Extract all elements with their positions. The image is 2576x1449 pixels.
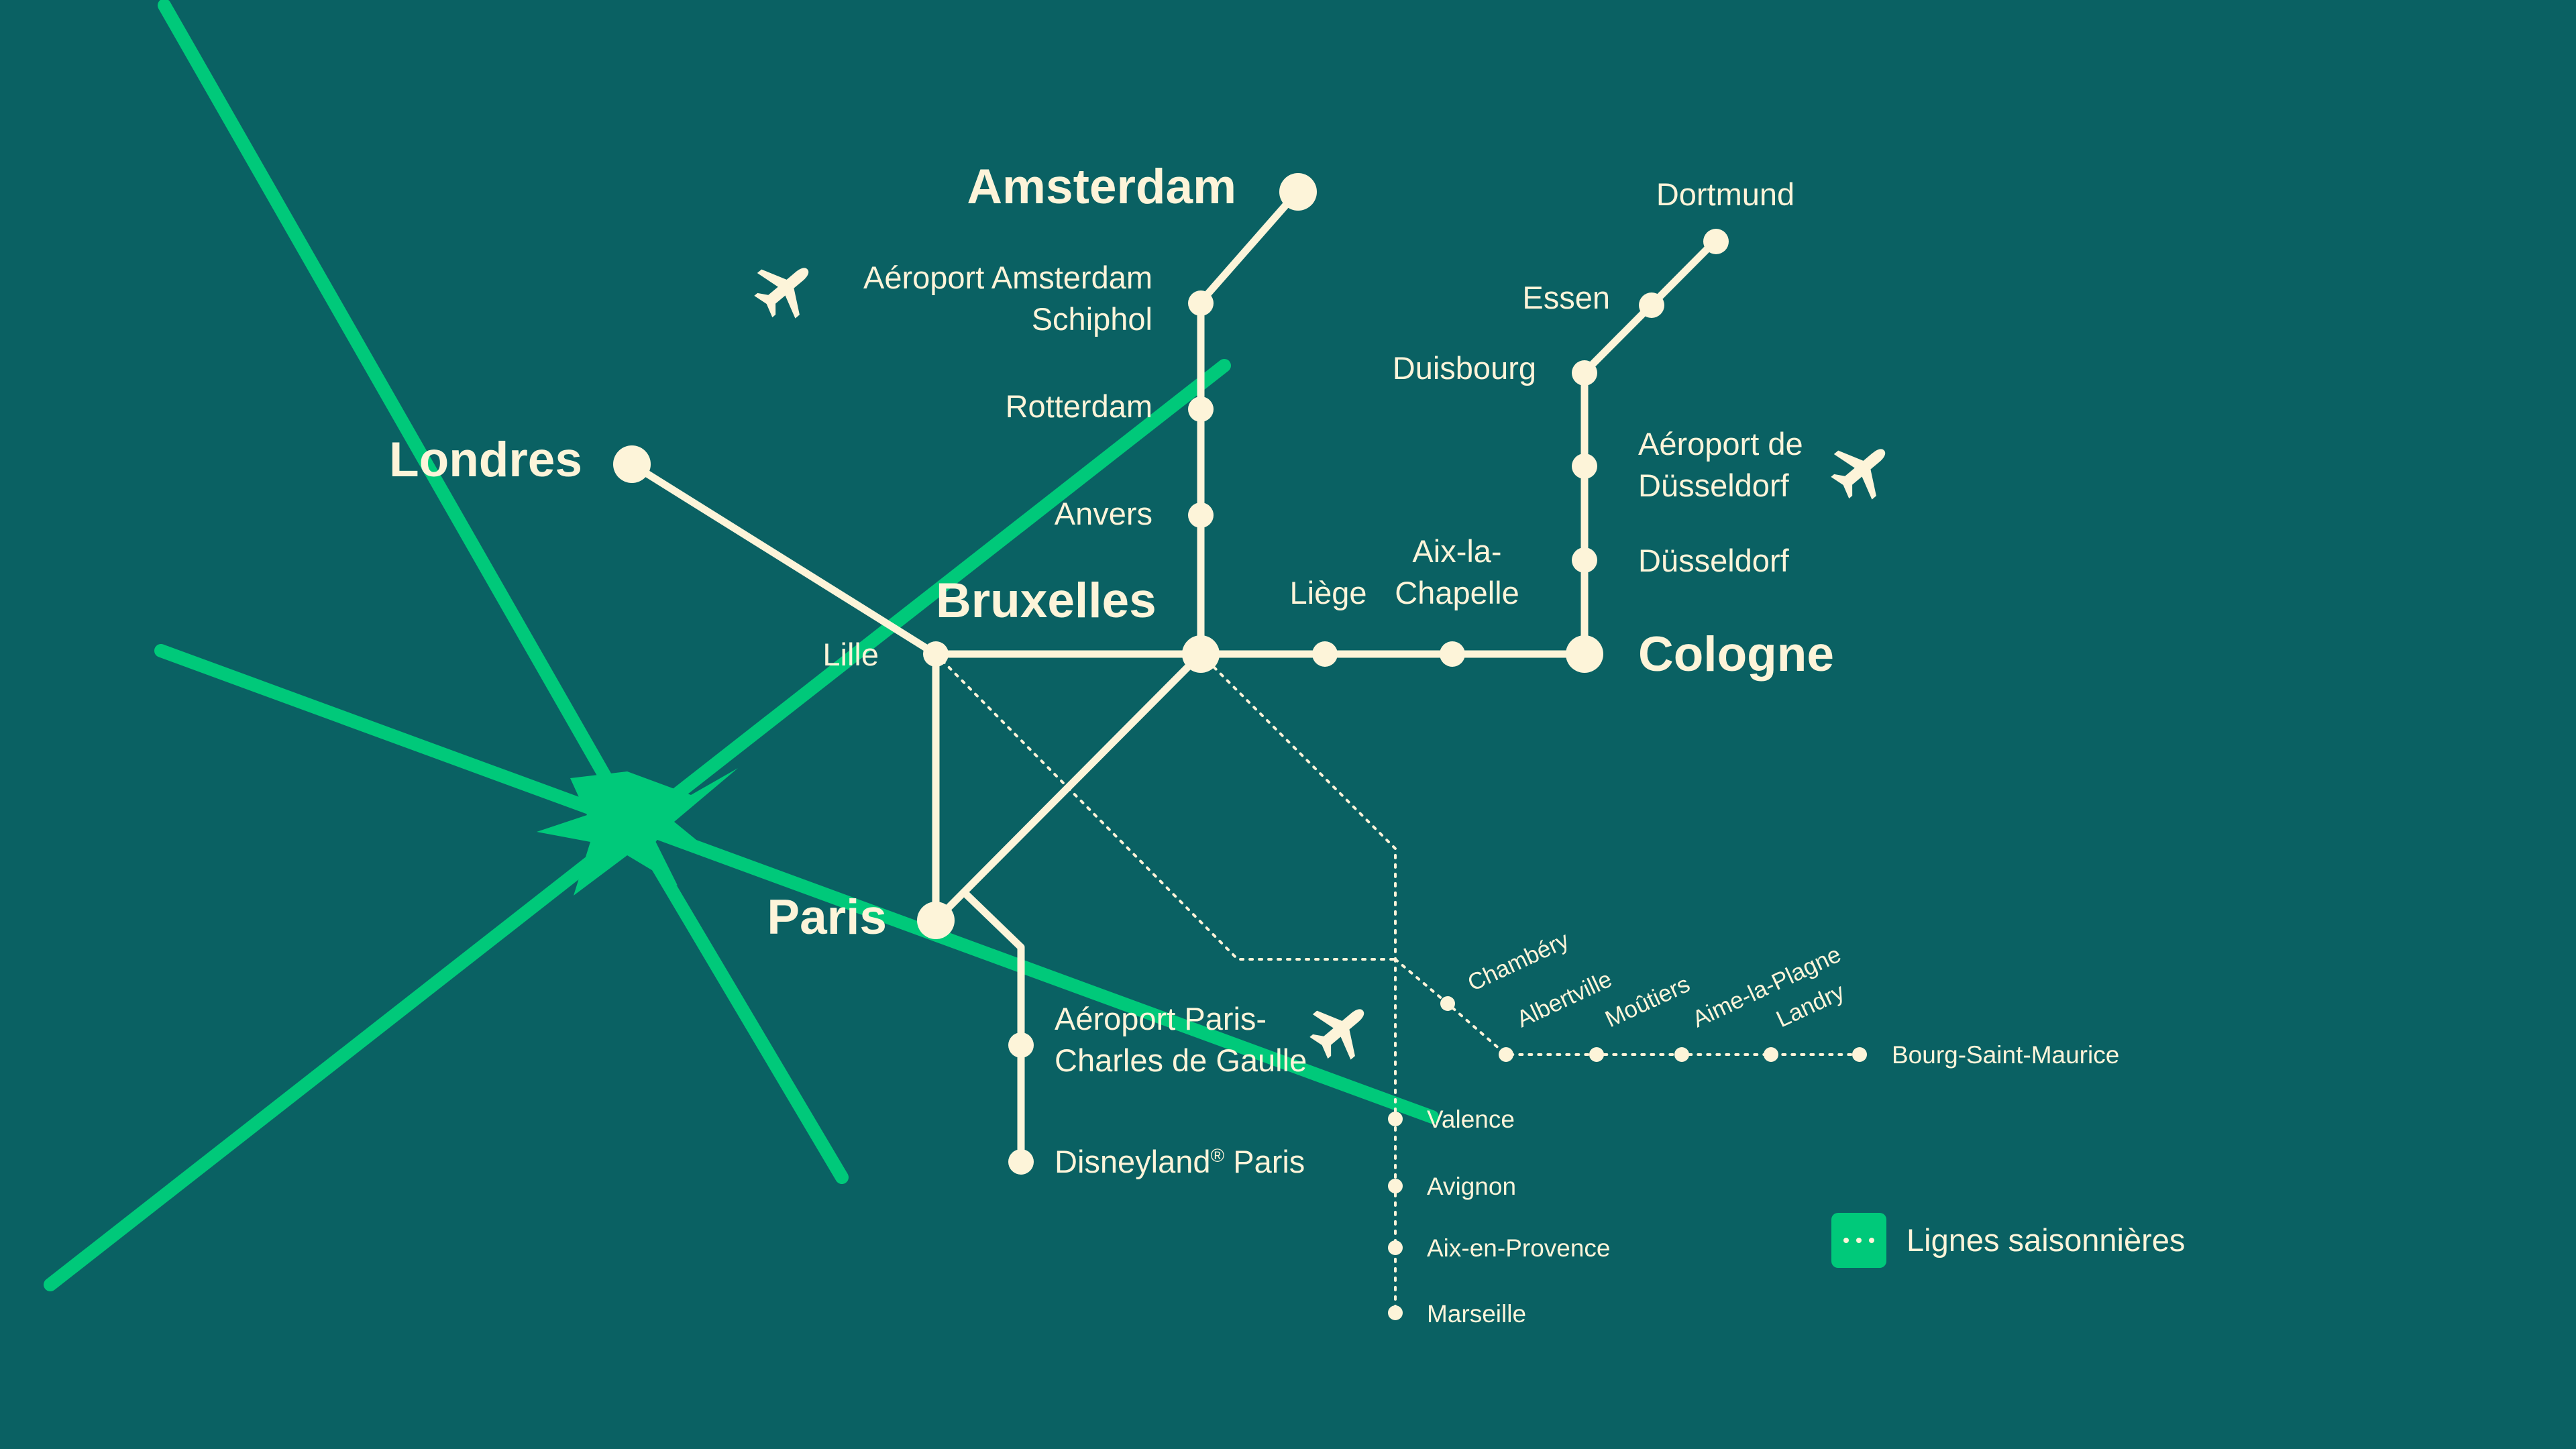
label-amsterdam: Amsterdam: [967, 160, 1236, 214]
label-avignon: Avignon: [1427, 1173, 1516, 1200]
label-lille: Lille: [822, 637, 879, 672]
station-dot-rotterdam: [1188, 396, 1214, 422]
label-schiphol-line1: Aéroport Amsterdam: [863, 260, 1152, 295]
label-disneyland: Disneyland® Paris: [1055, 1144, 1305, 1179]
label-bruxelles: Bruxelles: [936, 574, 1157, 628]
station-dot-amsterdam: [1279, 173, 1317, 211]
station-dot-aix-provence: [1388, 1240, 1403, 1255]
station-dot-cdg: [1008, 1032, 1034, 1058]
dotted-line-icon: [1831, 1213, 1886, 1268]
label-valence: Valence: [1427, 1106, 1515, 1133]
station-dot-liege: [1312, 641, 1338, 667]
station-dot-lille: [923, 641, 949, 667]
station-labels: Amsterdam Aéroport Amsterdam Schiphol Ro…: [389, 160, 2119, 1328]
label-essen: Essen: [1522, 280, 1610, 315]
line-londres-lille: [628, 460, 940, 658]
label-dortmund: Dortmund: [1656, 176, 1794, 212]
label-paris: Paris: [767, 890, 887, 945]
station-dot-bourg: [1852, 1047, 1867, 1062]
line-amsterdam-bruxelles: [1197, 187, 1302, 658]
seasonal-line-lille-valence: [934, 653, 1397, 961]
airplane-icon: [1821, 427, 1904, 511]
station-dot-dusseldorf-airport: [1572, 453, 1597, 479]
station-dot-moutiers: [1589, 1047, 1604, 1062]
label-aix-chapelle-line1: Aix-la-: [1412, 533, 1501, 569]
label-moutiers: Moûtiers: [1601, 971, 1694, 1032]
star-burst-decoration: [44, 0, 1439, 1291]
station-dot-dortmund: [1703, 229, 1729, 254]
label-liege: Liège: [1290, 575, 1367, 610]
label-londres: Londres: [389, 433, 582, 487]
label-schiphol-line2: Schiphol: [1032, 301, 1152, 337]
label-aix-provence: Aix-en-Provence: [1427, 1234, 1611, 1262]
station-dot-cologne: [1566, 635, 1603, 673]
label-cdg-line1: Aéroport Paris-: [1055, 1001, 1267, 1036]
station-dot-disneyland: [1008, 1149, 1034, 1175]
star-core-circle: [598, 790, 663, 854]
station-dot-paris: [917, 902, 955, 939]
station-dot-bruxelles: [1182, 635, 1220, 673]
airplane-icon: [1299, 987, 1383, 1071]
label-aix-chapelle-line2: Chapelle: [1395, 575, 1519, 610]
station-dot-avignon: [1388, 1179, 1403, 1193]
label-albertville: Albertville: [1513, 966, 1616, 1032]
star-ray: [158, 0, 634, 822]
label-rotterdam: Rotterdam: [1006, 388, 1152, 424]
legend: Lignes saisonnières: [1831, 1213, 2185, 1268]
label-marseille: Marseille: [1427, 1300, 1526, 1328]
label-disneyland-registered: ®: [1211, 1145, 1225, 1166]
station-dot-chambery: [1440, 996, 1455, 1011]
station-dot-aix-chapelle: [1440, 641, 1465, 667]
label-duisbourg: Duisbourg: [1393, 350, 1536, 386]
line-bruxelles-paris: [932, 650, 1205, 924]
label-dusseldorf-airport-line2: Düsseldorf: [1638, 468, 1790, 503]
label-cologne: Cologne: [1638, 627, 1834, 682]
station-dot-dusseldorf: [1572, 547, 1597, 573]
label-cdg-line2: Charles de Gaulle: [1055, 1042, 1307, 1078]
airplane-icon: [744, 246, 827, 329]
station-dot-londres: [613, 445, 651, 483]
label-dusseldorf: Düsseldorf: [1638, 543, 1790, 578]
label-dusseldorf-airport-line1: Aéroport de: [1638, 426, 1803, 462]
station-dot-albertville: [1499, 1047, 1513, 1062]
station-dot-valence: [1388, 1112, 1403, 1126]
station-dots: [613, 173, 1867, 1320]
star-ray: [154, 644, 1439, 1124]
seasonal-line-bruxelles-marseille: [1199, 653, 1397, 1313]
label-bourg: Bourg-Saint-Maurice: [1892, 1041, 2119, 1069]
station-dot-duisbourg: [1572, 360, 1597, 386]
line-paris-disneyland: [960, 888, 1025, 1166]
station-dot-essen: [1639, 292, 1664, 318]
station-dot-aime: [1674, 1047, 1689, 1062]
label-disneyland-paris: Paris: [1224, 1144, 1305, 1179]
label-disneyland-name: Disneyland: [1055, 1144, 1211, 1179]
label-anvers: Anvers: [1055, 496, 1152, 531]
station-dot-anvers: [1188, 502, 1214, 528]
station-dot-landry: [1764, 1047, 1778, 1062]
station-dot-schiphol: [1188, 290, 1214, 316]
label-chambery: Chambéry: [1464, 926, 1573, 996]
station-dot-marseille: [1388, 1305, 1403, 1320]
legend-label: Lignes saisonnières: [1907, 1222, 2185, 1258]
